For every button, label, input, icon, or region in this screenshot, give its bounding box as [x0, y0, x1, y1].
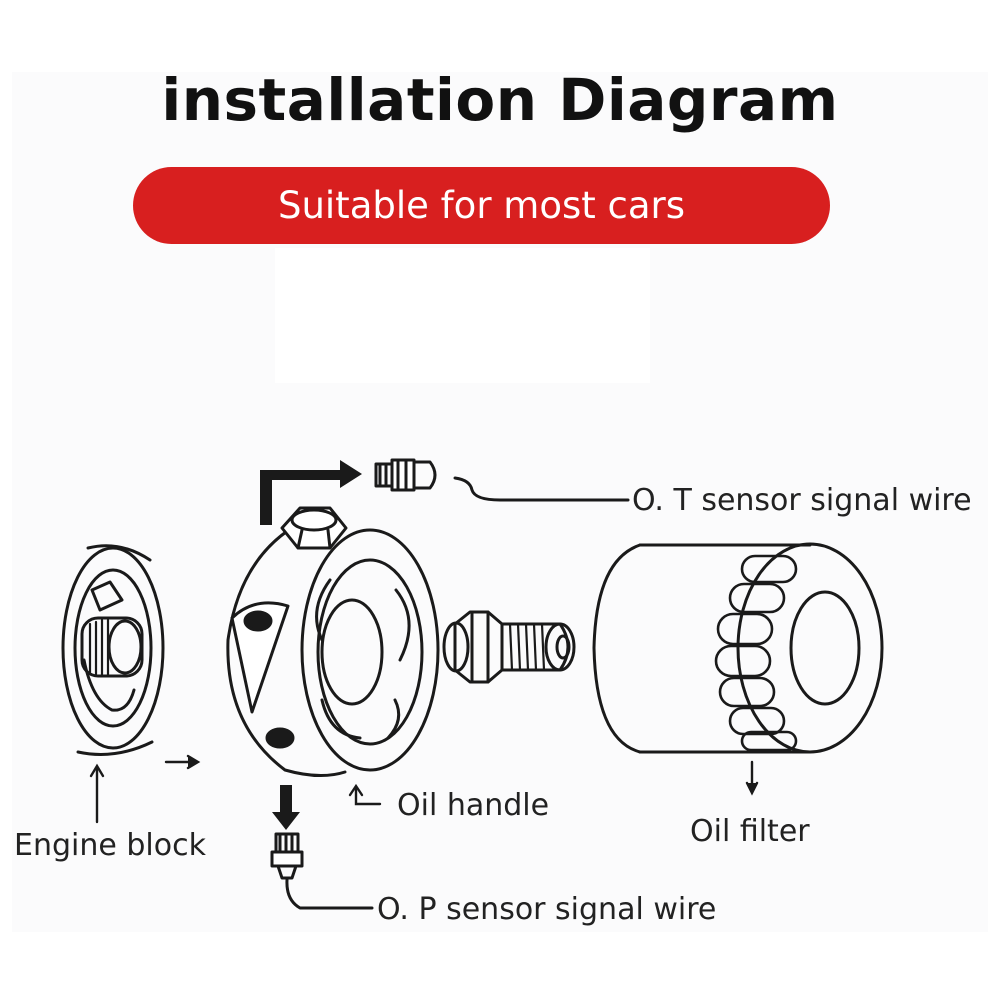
blank-area	[275, 248, 650, 383]
op-sensor-label: O. P sensor signal wire	[377, 892, 717, 927]
engine-block-label: Engine block	[14, 828, 206, 863]
suitability-banner: Suitable for most cars	[133, 167, 830, 244]
engine-block	[61, 544, 165, 756]
oil-filter-label: Oil filter	[690, 814, 810, 849]
flow-arrows	[260, 460, 362, 830]
ot-sensor-label: O. T sensor signal wire	[632, 483, 972, 518]
oil-handle-label: Oil handle	[397, 788, 550, 823]
page-title: installation Diagram	[161, 66, 839, 134]
oil-filter	[592, 542, 884, 754]
ot-sensor	[374, 458, 630, 502]
pointer-arrows	[89, 754, 759, 824]
oil-handle-adapter	[226, 506, 440, 777]
adapter-bolt	[442, 610, 576, 684]
op-sensor	[270, 832, 374, 910]
